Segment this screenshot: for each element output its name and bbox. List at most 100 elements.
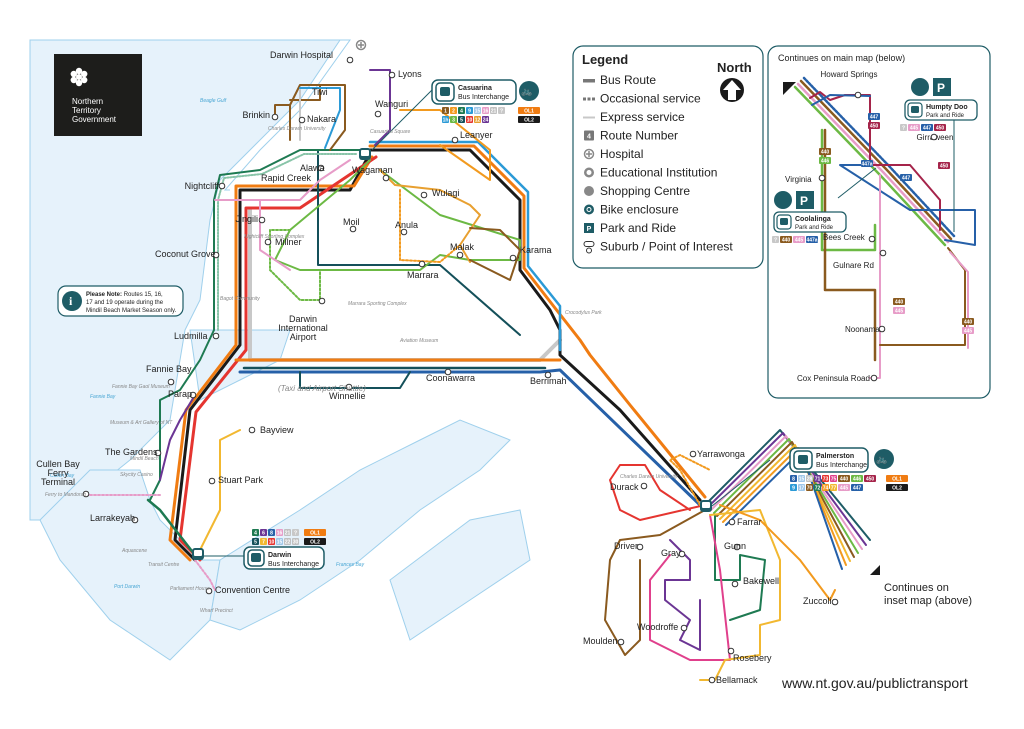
stop-marker[interactable] [317, 164, 325, 172]
stop-marker[interactable] [212, 332, 220, 340]
stop-marker[interactable] [731, 580, 739, 588]
stop-marker[interactable] [868, 235, 876, 243]
route-badge-label: 440 [821, 150, 830, 156]
stop-marker[interactable] [420, 191, 428, 199]
route-badge-label: 28 [807, 477, 813, 483]
route-line-74 [719, 504, 836, 601]
stop-marker[interactable] [617, 638, 625, 646]
stop-marker[interactable] [400, 228, 408, 236]
stop-marker[interactable] [218, 182, 226, 190]
stop-marker[interactable] [831, 598, 839, 606]
casuarina-name: Casuarina [458, 85, 492, 92]
stop-marker[interactable] [131, 516, 139, 524]
stop-marker[interactable] [298, 116, 306, 124]
route-badge-label: 16 [277, 531, 283, 537]
route-line-8 [238, 368, 702, 507]
legend-label: Route Number [600, 129, 678, 143]
coolalinga-sub: Park and Ride [795, 225, 834, 231]
airport-label-4: (Taxi and Airport Shuttle) [278, 384, 366, 393]
stop-marker[interactable] [208, 477, 216, 485]
route-badge [482, 116, 489, 123]
stop-marker[interactable] [271, 113, 279, 121]
legend-label: Express service [600, 110, 685, 124]
route-badge [284, 529, 291, 536]
stop-marker[interactable] [733, 543, 741, 551]
route-badge-label: 447 [923, 126, 932, 132]
express-badge-label: OL1 [524, 109, 534, 115]
legend-item-shopping-icon: Shopping Centre [584, 184, 690, 198]
route-badge-label: 77 [831, 486, 837, 492]
stop-marker[interactable] [636, 543, 644, 551]
stop-marker[interactable] [154, 449, 162, 457]
stop-marker[interactable] [870, 374, 878, 382]
legend-item-suburb-stop-icon: Suburb / Point of Interest [583, 240, 733, 254]
park-and-ride-icon [933, 78, 951, 96]
stop-marker[interactable] [689, 450, 697, 458]
stop-marker[interactable] [854, 91, 862, 99]
route-line-palmerston-trunk-brown [716, 441, 855, 558]
stop-marker[interactable] [930, 133, 938, 141]
stop-marker[interactable] [728, 518, 736, 526]
route-badge [830, 484, 837, 491]
stop-marker[interactable] [189, 391, 197, 399]
bus-icon [251, 553, 261, 562]
stop-marker[interactable] [212, 251, 220, 259]
stop-marker[interactable] [264, 238, 272, 246]
stop-marker[interactable] [346, 56, 354, 64]
poi-marrara-sporting: Marrara Sporting Complex [348, 301, 407, 307]
poi-cdu-palmerston: Charles Darwin University [620, 474, 678, 480]
palmerston-sub: Bus Interchange [816, 462, 867, 469]
route-badge [268, 538, 275, 545]
interchange-marker-palmerston[interactable] [700, 500, 712, 512]
suburb-label-winnellie: Winnellie [329, 391, 366, 401]
stop-marker[interactable] [544, 371, 552, 379]
stop-marker[interactable] [258, 216, 266, 224]
stop-marker[interactable] [451, 136, 459, 144]
stop-marker[interactable] [418, 260, 426, 268]
stop-marker[interactable] [167, 378, 175, 386]
stop-marker[interactable] [318, 297, 326, 305]
route-badge [790, 475, 797, 482]
route-badge-label: 450 [870, 124, 879, 130]
stop-marker[interactable] [456, 251, 464, 259]
suburb-label-bellamack: Bellamack [716, 675, 758, 685]
interchange-marker-casuarina[interactable] [359, 148, 371, 160]
stop-marker[interactable] [345, 383, 353, 391]
stop-marker[interactable] [248, 426, 256, 434]
stop-marker[interactable] [82, 490, 90, 498]
stop-marker[interactable] [509, 254, 517, 262]
stop-marker[interactable] [388, 71, 396, 79]
inset-place-label: Noonamah [845, 325, 884, 334]
stop-marker[interactable] [818, 174, 826, 182]
stop-marker[interactable] [708, 676, 716, 684]
stop-marker[interactable] [678, 550, 686, 558]
route-badge [814, 484, 821, 491]
stop-marker[interactable] [374, 110, 382, 118]
stop-marker[interactable] [879, 249, 887, 257]
route-badge-label: 30 [293, 540, 299, 546]
legend-item-bike-enclosure-icon: Bike enclosure [584, 203, 679, 217]
poi-wharf: Wharf Precinct [200, 608, 233, 614]
svg-text:P: P [587, 226, 592, 233]
stop-marker[interactable] [349, 225, 357, 233]
suburb-label-tiwi: Tiwi [312, 87, 328, 97]
website-link[interactable]: www.nt.gov.au/publictransport [781, 675, 968, 691]
stop-marker[interactable] [444, 368, 452, 376]
interchange-marker-darwin[interactable] [192, 548, 204, 560]
stop-marker[interactable] [205, 587, 213, 595]
stop-marker[interactable] [878, 325, 886, 333]
stop-marker[interactable] [727, 647, 735, 655]
stop-marker[interactable] [382, 174, 390, 182]
stop-marker[interactable] [640, 482, 648, 490]
inset-place-label: Cox Peninsula Road [797, 374, 870, 383]
p-glyph: P [937, 81, 945, 95]
coolalinga-leader-line [837, 167, 877, 199]
stop-marker[interactable] [680, 624, 688, 632]
